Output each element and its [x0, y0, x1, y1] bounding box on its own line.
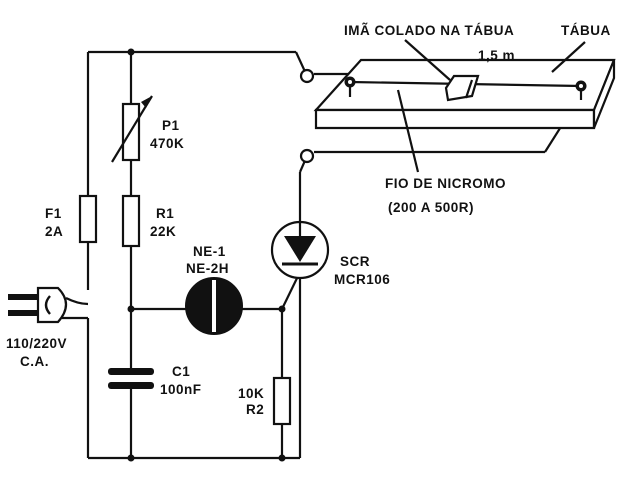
- junction-dots: [127, 48, 286, 462]
- label-p1-value: 470K: [150, 136, 184, 151]
- terminal-top: [299, 68, 315, 84]
- junction-dot: [127, 454, 135, 462]
- label-scr-value: MCR106: [334, 272, 390, 287]
- label-voltage-line2: C.A.: [20, 354, 49, 369]
- fuse-f1: [78, 194, 98, 244]
- plug-prong-bottom: [8, 310, 38, 316]
- terminal-bottom: [299, 148, 315, 164]
- board-side-face: [592, 59, 616, 129]
- neon-lamp: [185, 277, 243, 335]
- magnet-icon: [444, 74, 480, 102]
- label-r2-value: 10K: [238, 386, 264, 401]
- label-r2-name: R2: [246, 402, 264, 417]
- potentiometer-p1: [111, 95, 153, 163]
- label-scr-name: SCR: [340, 254, 370, 269]
- labels: IMÃ COLADO NA TÁBUA TÁBUA 1,5 m P1 470K …: [6, 23, 611, 417]
- leader-lines: [396, 39, 586, 173]
- plug-body: [36, 286, 68, 324]
- tabua-leader: [551, 41, 586, 73]
- ima-leader: [404, 39, 451, 81]
- label-ne-line2: NE-2H: [186, 261, 229, 276]
- label-ne-line1: NE-1: [193, 244, 226, 259]
- scr-diode-triangle-icon: [284, 236, 316, 262]
- board-front-face: [314, 108, 596, 130]
- label-c1-name: C1: [172, 364, 190, 379]
- plug-prong-top: [8, 294, 38, 300]
- label-length: 1,5 m: [478, 48, 515, 63]
- junction-dot: [278, 454, 286, 462]
- capacitor-c1: [108, 360, 154, 396]
- wooden-board: [313, 58, 616, 130]
- resistor-r2: [272, 376, 292, 426]
- junction-dot: [127, 48, 135, 56]
- plug-cord-top: [65, 297, 89, 306]
- c1-plate-top: [108, 368, 154, 375]
- label-tabua: TÁBUA: [561, 23, 611, 38]
- label-c1-value: 100nF: [160, 382, 202, 397]
- label-r1-name: R1: [156, 206, 174, 221]
- label-r1-value: 22K: [150, 224, 176, 239]
- c1-plate-bottom: [108, 382, 154, 389]
- power-plug-icon: [8, 286, 89, 324]
- p1-arrow-head-icon: [141, 96, 152, 108]
- scr-thyristor: [270, 220, 330, 280]
- label-p1-name: P1: [162, 118, 180, 133]
- label-voltage-line1: 110/220V: [6, 336, 67, 351]
- resistor-r1: [121, 194, 141, 248]
- junction-dot: [278, 305, 286, 313]
- junction-dot: [127, 305, 135, 313]
- label-fio-line1: FIO DE NICROMO: [385, 176, 506, 191]
- fio-leader: [396, 89, 420, 173]
- label-f1-value: 2A: [45, 224, 63, 239]
- label-fio-line2: (200 A 500R): [388, 200, 474, 215]
- label-ima: IMÃ COLADO NA TÁBUA: [344, 23, 514, 38]
- label-f1-name: F1: [45, 206, 62, 221]
